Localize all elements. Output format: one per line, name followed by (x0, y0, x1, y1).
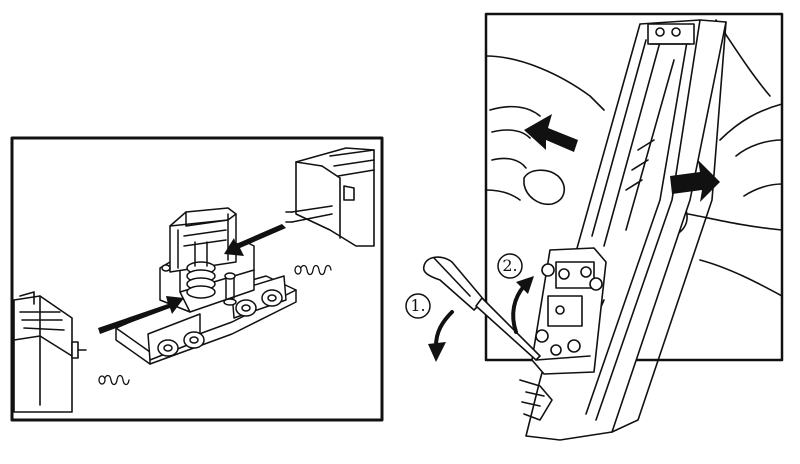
screwdriver-icon (422, 256, 541, 361)
step-1-marker: 1. (405, 293, 431, 319)
arrow-left-icon (524, 114, 578, 152)
arrow-icon (224, 224, 286, 256)
left-hand-icon (485, 55, 605, 206)
motor-bogie-icon (115, 207, 297, 365)
step-2-label: 2. (502, 256, 517, 275)
locomotive-body-icon (519, 19, 727, 441)
left-panel (10, 136, 384, 422)
locomotive-body-left-icon (13, 291, 87, 413)
right-panel: 1. 2. (405, 12, 784, 441)
spring-icon (294, 264, 332, 276)
arrow-right-icon (670, 160, 720, 202)
arrow-icon (98, 296, 184, 334)
step-1-label: 1. (410, 296, 425, 315)
step-2-marker: 2. (497, 253, 523, 279)
spring-icon (98, 374, 130, 386)
step-2-arrow-icon (511, 276, 534, 334)
locomotive-body-right-icon (285, 147, 375, 247)
step-1-arrow-icon (428, 310, 454, 362)
